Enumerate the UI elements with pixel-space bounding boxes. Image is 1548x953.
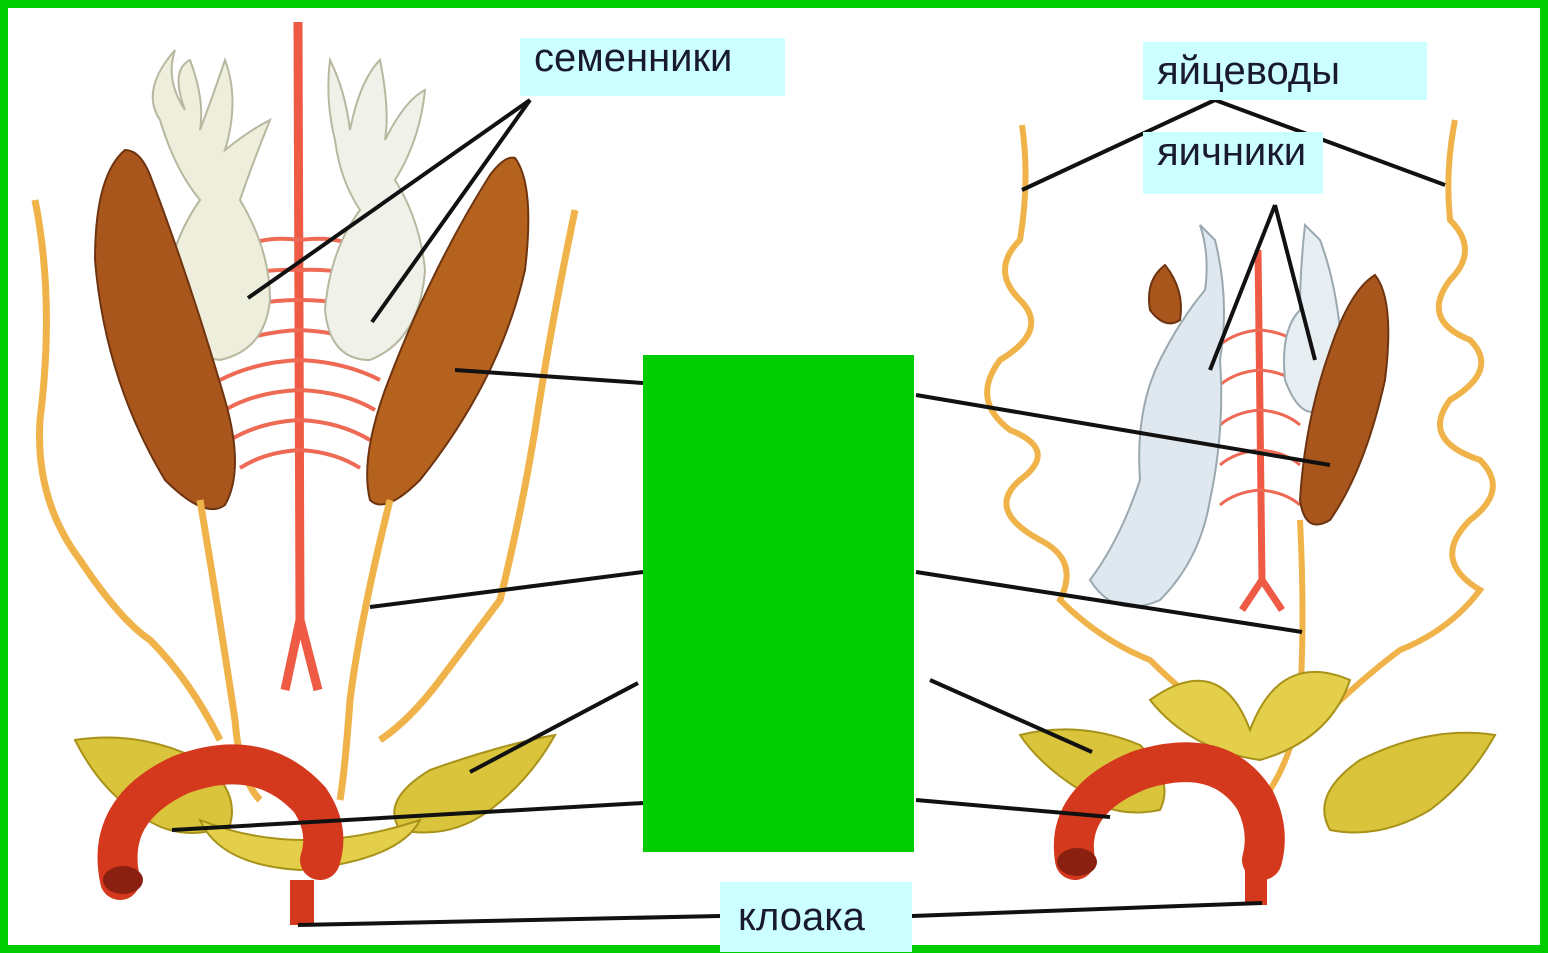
- label-testes: семенники: [520, 38, 785, 96]
- leader-cloaca-female: [912, 903, 1262, 916]
- label-oviducts: яйцеводы: [1143, 42, 1427, 100]
- label-ovaries: яичники: [1143, 132, 1323, 194]
- female-intestine-end: [1057, 848, 1097, 876]
- female-aorta: [1242, 250, 1282, 610]
- female-intestine: [1074, 762, 1265, 860]
- male-system: [35, 22, 575, 925]
- male-aorta: [285, 22, 318, 690]
- female-right-bladder: [1324, 733, 1495, 833]
- male-intestine-end: [103, 866, 143, 894]
- leader-cloaca-male: [298, 916, 720, 925]
- leader-bladder-female: [930, 680, 1092, 752]
- leader-bladder-male: [470, 683, 638, 772]
- female-left-kidney: [1149, 265, 1181, 323]
- female-system: [987, 120, 1495, 905]
- female-cloaca: [1245, 860, 1267, 905]
- leader-kidney-female: [916, 395, 1330, 465]
- male-cloaca: [290, 880, 314, 925]
- label-cloaca: клоака: [720, 882, 912, 952]
- hidden-answer-box: [643, 355, 914, 852]
